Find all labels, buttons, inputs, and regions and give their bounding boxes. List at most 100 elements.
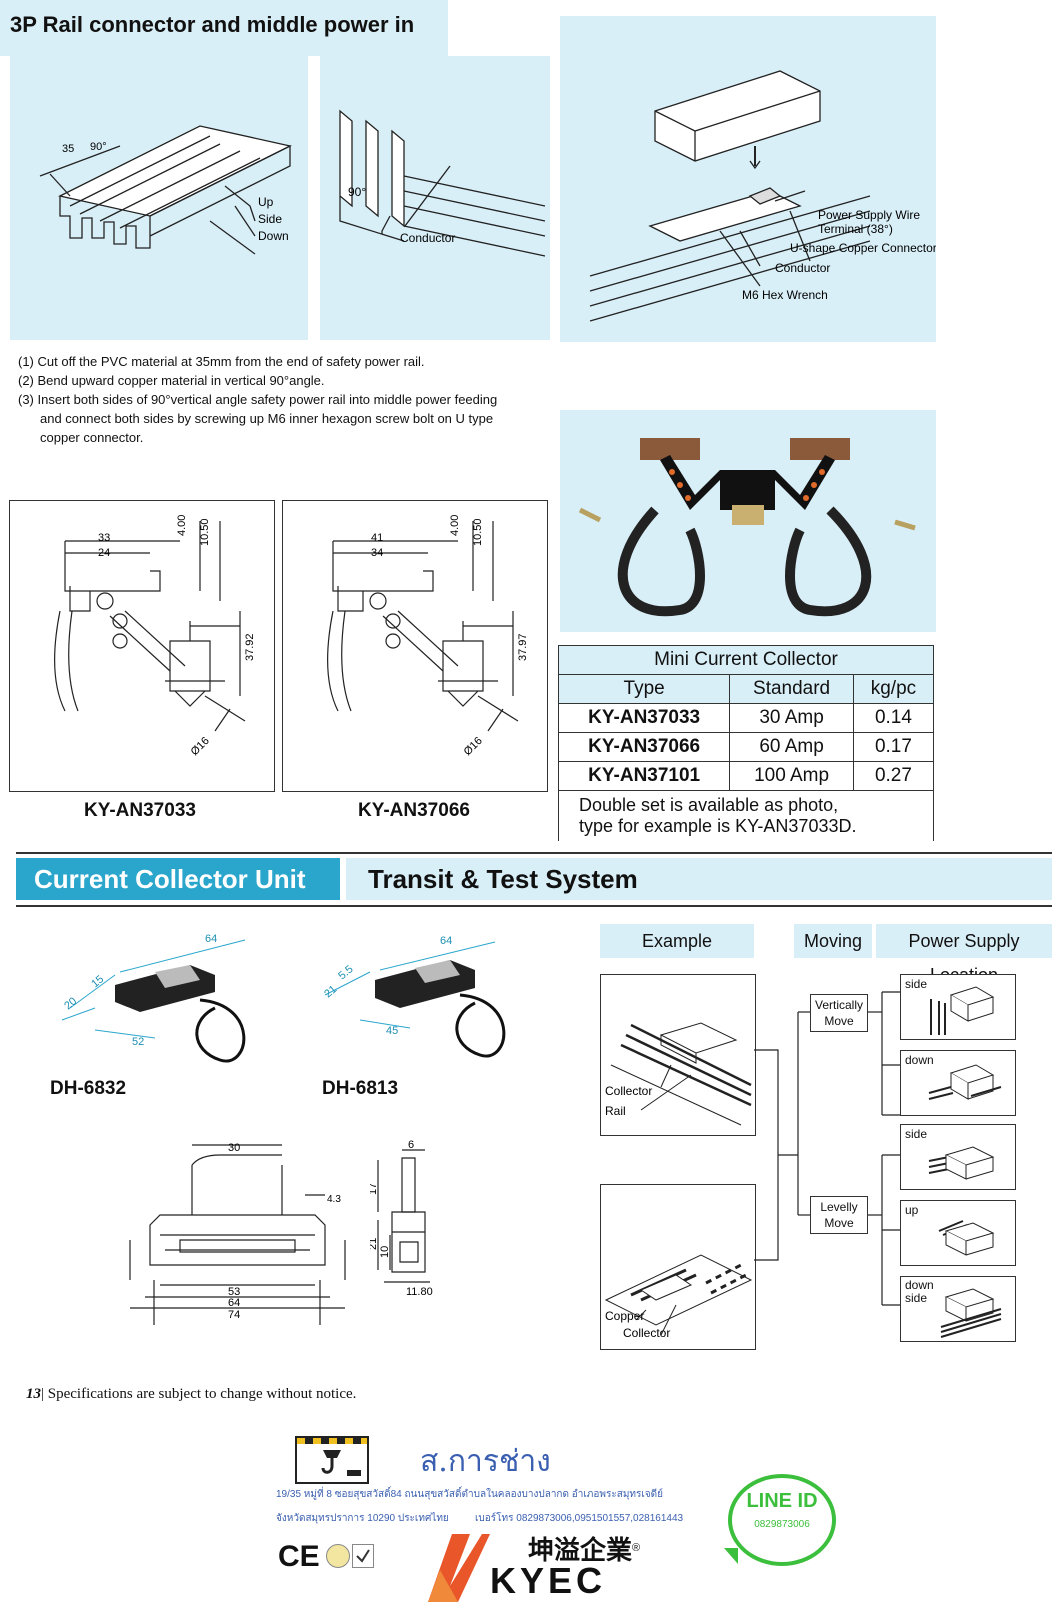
conductor-angle: 90° <box>348 185 366 199</box>
header-example: Example <box>600 924 754 958</box>
unit2-d3: 21 <box>322 983 339 1000</box>
fig3-terminal2: Terminal (38°) <box>818 222 893 236</box>
cell-type: KY-AN37101 <box>557 761 731 791</box>
example1-collector: Collector <box>605 1084 652 1098</box>
cell-standard: 30 Amp <box>729 703 854 733</box>
location-3-drawing <box>928 1146 995 1180</box>
cell-type: KY-AN37033 <box>557 703 731 733</box>
dim-h3: 37.97 <box>517 633 529 661</box>
line-id-number: 0829873006 <box>754 1519 810 1530</box>
header-weight: kg/pc <box>852 674 935 704</box>
header-standard: Standard <box>729 674 854 704</box>
rail-drawing: 35 90° Up Side Down <box>39 125 292 255</box>
dim-h2: 10.50 <box>199 518 211 546</box>
move-v-line2: Move <box>824 1014 854 1028</box>
mini-collector-table: Mini Current Collector Type Standard kg/… <box>557 645 935 841</box>
cell-standard: 60 Amp <box>729 732 854 762</box>
location-4-label: up <box>905 1203 919 1217</box>
side-h3: 10 <box>379 1246 391 1258</box>
cell-type: KY-AN37066 <box>557 732 731 762</box>
registered-icon: ® <box>632 1542 641 1554</box>
example-box-1: Collector Rail <box>600 974 756 1136</box>
cell-standard: 100 Amp <box>729 761 854 791</box>
collector-drawing-1: 33 24 4.00 10.50 37.92 Ø16 <box>53 515 256 758</box>
location-box-4: up <box>900 1200 1016 1266</box>
move-l-line1: Levelly <box>820 1200 858 1214</box>
move-vertically: Vertically Move <box>810 994 868 1032</box>
step-3-cont2: copper connector. <box>40 430 144 445</box>
location-5-line2: side <box>905 1291 928 1305</box>
front-top: 30 <box>228 1142 240 1154</box>
unit2-d2: 5.5 <box>336 963 355 982</box>
kyec-k-icon <box>428 1534 490 1602</box>
shop-name: ส.การช่าง <box>420 1444 551 1479</box>
drawing-model-1: KY-AN37033 <box>84 800 196 821</box>
example1-rail: Rail <box>605 1104 626 1118</box>
assembly-steps: (1) Cut off the PVC material at 35mm fro… <box>18 352 528 447</box>
divider-bottom <box>16 905 1052 907</box>
brand-name: KYEC <box>490 1560 607 1601</box>
example-box-2: Copper Collector <box>600 1184 756 1350</box>
cell-weight: 0.17 <box>852 732 935 762</box>
step-2: (2) Bend upward copper material in verti… <box>18 373 325 388</box>
step-1: (1) Cut off the PVC material at 35mm fro… <box>18 354 425 369</box>
location-box-5: down side <box>900 1276 1016 1342</box>
cell-weight: 0.14 <box>852 703 935 733</box>
dh-6832-drawing: 64 15 20 52 <box>61 933 246 1063</box>
unit1-d2: 15 <box>89 973 106 990</box>
page-sep: | <box>41 1386 48 1402</box>
front-dim-figure: 30 4.3 53 64 74 <box>120 1140 360 1340</box>
section-title: 3P Rail connector and middle power in <box>10 12 415 37</box>
side-h1: 17 <box>370 1183 379 1195</box>
shop-address-2: จังหวัดสมุทรปราการ 10290 ประเทศไทย <box>276 1513 449 1524</box>
move-v-line1: Vertically <box>814 998 864 1012</box>
ce-mark: CE <box>278 1540 320 1573</box>
rail-label-down: Down <box>258 229 289 243</box>
dh-6813-drawing: 64 5.5 21 45 <box>322 935 506 1058</box>
note-line-2: type for example is KY-AN37033D. <box>579 816 857 836</box>
location-5-drawing <box>940 1288 1002 1338</box>
current-collector-unit-title: Current Collector Unit <box>16 858 340 900</box>
drawing-box-1: 33 24 4.00 10.50 37.92 Ø16 <box>9 500 275 792</box>
shop-phone: เบอร์โทร 0829873006,0951501557,028161443 <box>475 1513 684 1524</box>
header-location: Power Supply Location <box>876 924 1052 985</box>
fig3-conductor: Conductor <box>775 261 830 275</box>
dim-w2: 24 <box>98 547 110 559</box>
dim-w2: 34 <box>371 547 383 559</box>
mini-collector-title: Mini Current Collector <box>558 645 934 675</box>
double-collector-image <box>578 438 916 617</box>
example2-copper: Copper <box>605 1309 644 1323</box>
example2-collector: Collector <box>623 1326 670 1340</box>
location-1-drawing <box>930 986 995 1035</box>
cell-weight: 0.27 <box>852 761 935 791</box>
divider-top <box>16 852 1052 854</box>
example-1-drawing: Collector Rail <box>605 1022 752 1126</box>
location-box-3: side <box>900 1124 1016 1190</box>
front-a: 4.3 <box>327 1194 341 1205</box>
line-id-badge[interactable]: LINE ID 0829873006 <box>728 1474 836 1566</box>
page-number: 13 <box>26 1386 41 1402</box>
move-levelly: Levelly Move <box>810 1196 868 1234</box>
move-l-line2: Move <box>824 1216 854 1230</box>
dim-w1: 33 <box>98 532 110 544</box>
front-w2: 64 <box>228 1297 240 1309</box>
conductor-label: Conductor <box>400 231 455 245</box>
rail-dim-b: 90° <box>90 141 107 153</box>
dh-6813-figure: 64 5.5 21 45 <box>310 930 550 1070</box>
shop-logo <box>295 1436 369 1484</box>
side-dim-figure: 6 17 21 10 11.80 <box>367 1139 480 1340</box>
bent-conductor-figure: 90° Conductor <box>320 56 550 340</box>
dim-h2: 10.50 <box>472 518 484 546</box>
unit2-d1: 64 <box>440 935 452 947</box>
fig3-terminal: Power Supply Wire <box>818 208 920 222</box>
fig3-ushape: U-shape Copper Connector <box>790 241 936 255</box>
location-2-drawing <box>928 1064 1002 1100</box>
footer-disclaimer: Specifications are subject to change wit… <box>47 1386 357 1402</box>
side-top: 6 <box>408 1140 414 1151</box>
unit1-d1: 64 <box>205 933 217 945</box>
brand-chinese: 坤溢企業 <box>528 1535 633 1565</box>
cert-seal-icon <box>326 1544 350 1568</box>
fig3-wrench: M6 Hex Wrench <box>742 288 828 302</box>
collector-drawing-2: 41 34 4.00 10.50 37.97 Ø16 <box>326 515 529 758</box>
header-moving: Moving <box>794 924 872 958</box>
